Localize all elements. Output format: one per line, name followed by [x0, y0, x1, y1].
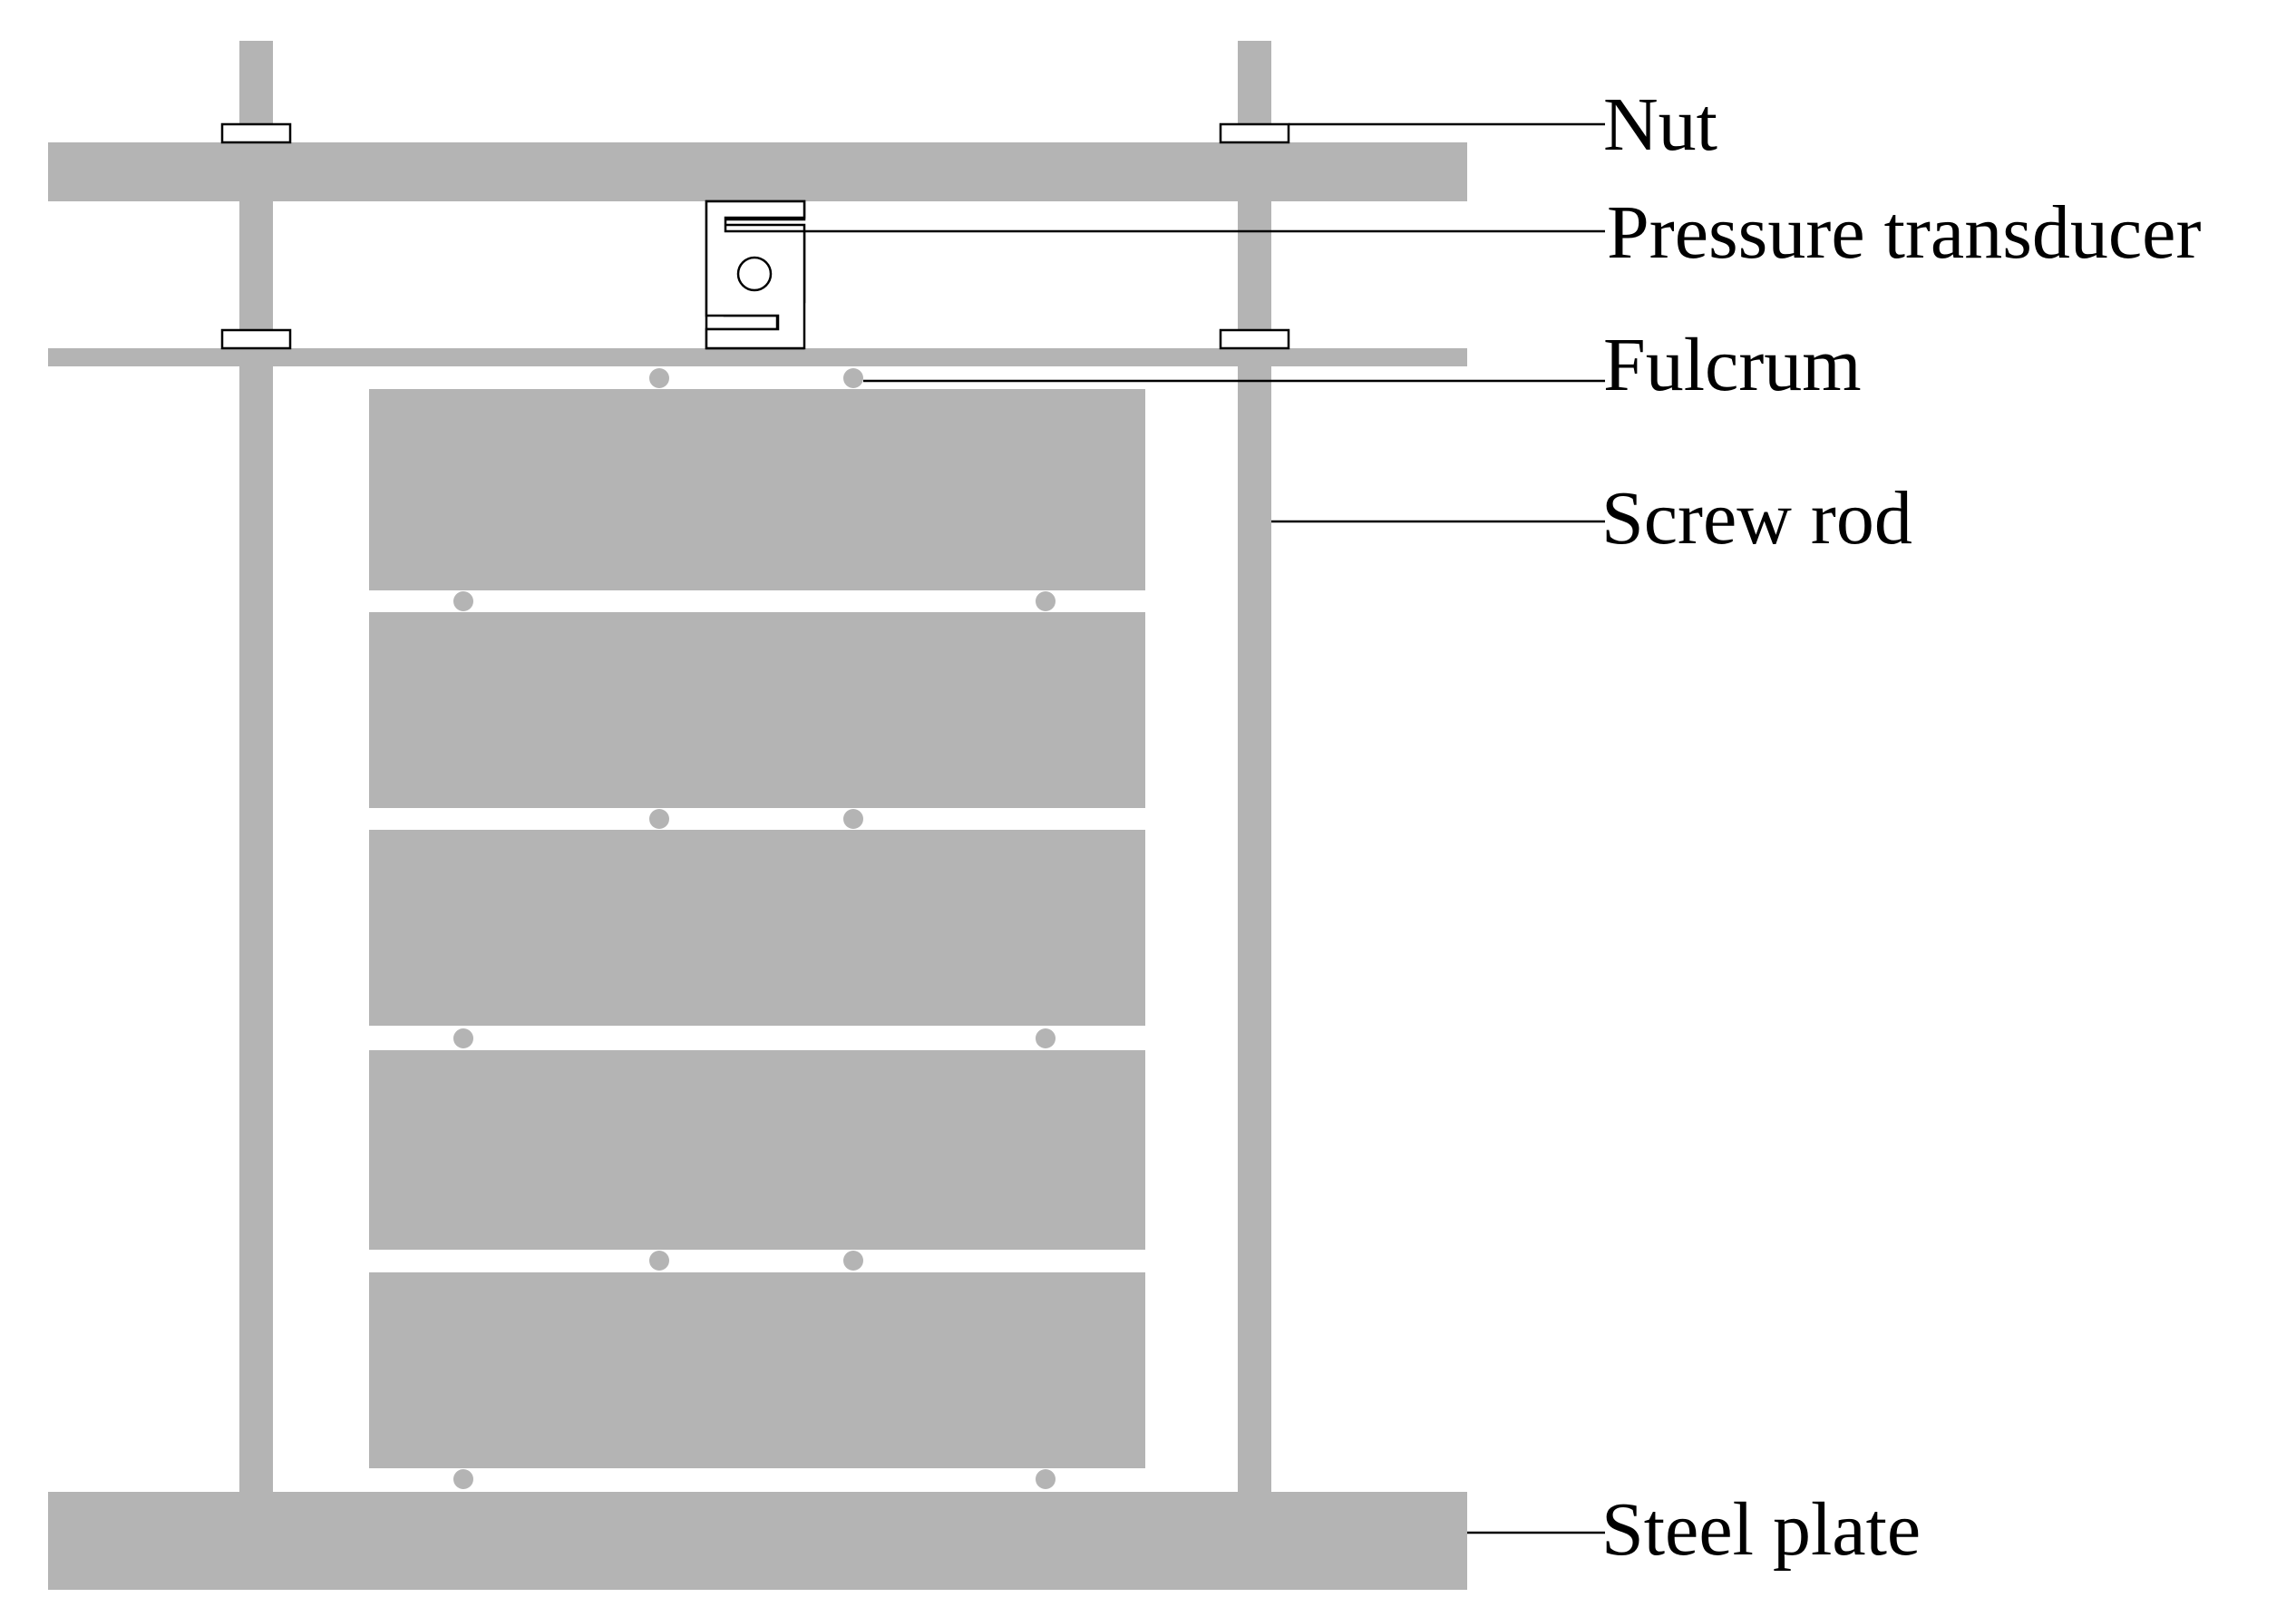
screw-rod-right: [1238, 41, 1271, 1492]
fulcrum-roller: [453, 591, 473, 611]
nut-lower-left: [220, 328, 292, 350]
steel-plate: [48, 1492, 1467, 1590]
fulcrum-roller: [843, 809, 863, 829]
fulcrum-roller: [1036, 1028, 1056, 1048]
label-steel-plate: Steel plate: [1601, 1487, 1921, 1572]
label-nut: Nut: [1603, 83, 1717, 167]
pressure-transducer: [705, 200, 806, 350]
fulcrum-roller: [453, 1028, 473, 1048]
fulcrum-roller: [1036, 591, 1056, 611]
top-plate: [48, 142, 1467, 201]
fulcrum-roller: [453, 1469, 473, 1489]
nut-top-left: [220, 122, 292, 144]
nut-lower-right: [1219, 328, 1290, 350]
fulcrum-roller: [843, 368, 863, 388]
specimen-block-2: [369, 612, 1145, 808]
fulcrum-roller: [649, 809, 669, 829]
specimen-block-3: [369, 830, 1145, 1026]
fulcrum-roller: [843, 1251, 863, 1271]
label-pressure-transducer: Pressure transducer: [1607, 190, 2201, 275]
label-fulcrum: Fulcrum: [1603, 323, 1862, 407]
fulcrum-roller: [1036, 1469, 1056, 1489]
screw-rod-left: [239, 41, 273, 1492]
crossbar: [48, 348, 1467, 366]
nut-top-right: [1219, 122, 1290, 144]
specimen-block-5: [369, 1272, 1145, 1468]
specimen-block-4: [369, 1050, 1145, 1250]
fulcrum-roller: [649, 1251, 669, 1271]
fulcrum-roller: [649, 368, 669, 388]
label-screw-rod: Screw rod: [1601, 476, 1912, 560]
fulcrum-rollers: [453, 368, 1056, 1489]
specimen-block-1: [369, 389, 1145, 590]
